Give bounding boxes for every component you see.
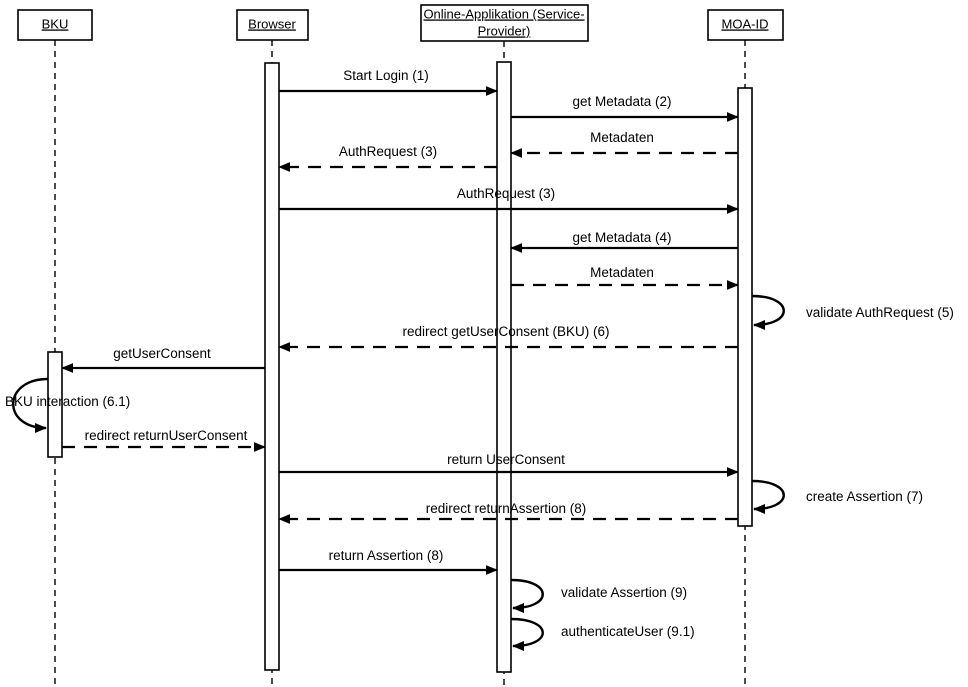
message-layer	[61, 86, 739, 575]
message-label-5: AuthRequest (3)	[457, 186, 555, 201]
message-label-4: AuthRequest (3)	[339, 144, 437, 159]
lifeline-title-moa: MOA-ID	[722, 16, 769, 31]
activation-layer	[47, 61, 753, 673]
message-label-12: redirect returnAssertion (8)	[426, 501, 587, 516]
self-message-arrow-2[interactable]	[12, 377, 49, 433]
self-message-arrow-4[interactable]	[510, 578, 544, 613]
activation-bar-bku[interactable]	[47, 351, 63, 458]
message-label-8: redirect getUserConsent (BKU) (6)	[402, 324, 609, 339]
message-label-10: redirect returnUserConsent	[85, 428, 248, 443]
self-message-label-1: validate AuthRequest (5)	[806, 305, 954, 320]
lifeline-title-browser: Browser	[248, 16, 296, 31]
self-message-label-3: create Assertion (7)	[806, 489, 923, 504]
message-label-13: return Assertion (8)	[329, 548, 444, 563]
self-message-label-5: authenticateUser (9.1)	[561, 624, 695, 639]
self-message-label-2: BKU interaction (6.1)	[5, 394, 130, 409]
message-label-layer: Start Login (1) get Metadata (2) Metadaten…	[5, 68, 954, 639]
lifeline-title-bku: BKU	[42, 16, 69, 31]
self-message-label-4: validate Assertion (9)	[561, 585, 687, 600]
activation-bar-moa[interactable]	[737, 87, 753, 527]
lifeline-head-box-oa[interactable]	[420, 4, 589, 42]
message-label-11: return UserConsent	[447, 452, 565, 467]
message-label-9: getUserConsent	[113, 346, 211, 361]
self-message-arrow-3[interactable]	[751, 479, 785, 514]
message-label-3: Metadaten	[590, 130, 654, 145]
self-message-layer	[12, 294, 785, 651]
self-message-arrow-5[interactable]	[510, 617, 544, 651]
activation-bar-browser[interactable]	[264, 62, 280, 671]
lifeline-title-oa: Online-Applikation (Service-	[423, 6, 584, 21]
message-label-1: Start Login (1)	[343, 68, 429, 83]
message-label-7: Metadaten	[590, 265, 654, 280]
activation-bar-oa[interactable]	[496, 61, 512, 673]
lifeline-title-oa: Provider)	[478, 23, 531, 38]
message-label-2: get Metadata (2)	[572, 94, 671, 109]
self-message-arrow-1[interactable]	[751, 294, 785, 330]
lifeline-head-box-browser[interactable]	[236, 9, 309, 41]
lifeline-head-box-bku[interactable]	[17, 9, 93, 41]
message-label-6: get Metadata (4)	[572, 230, 671, 245]
lifeline-bku[interactable]: BKU	[17, 9, 93, 685]
